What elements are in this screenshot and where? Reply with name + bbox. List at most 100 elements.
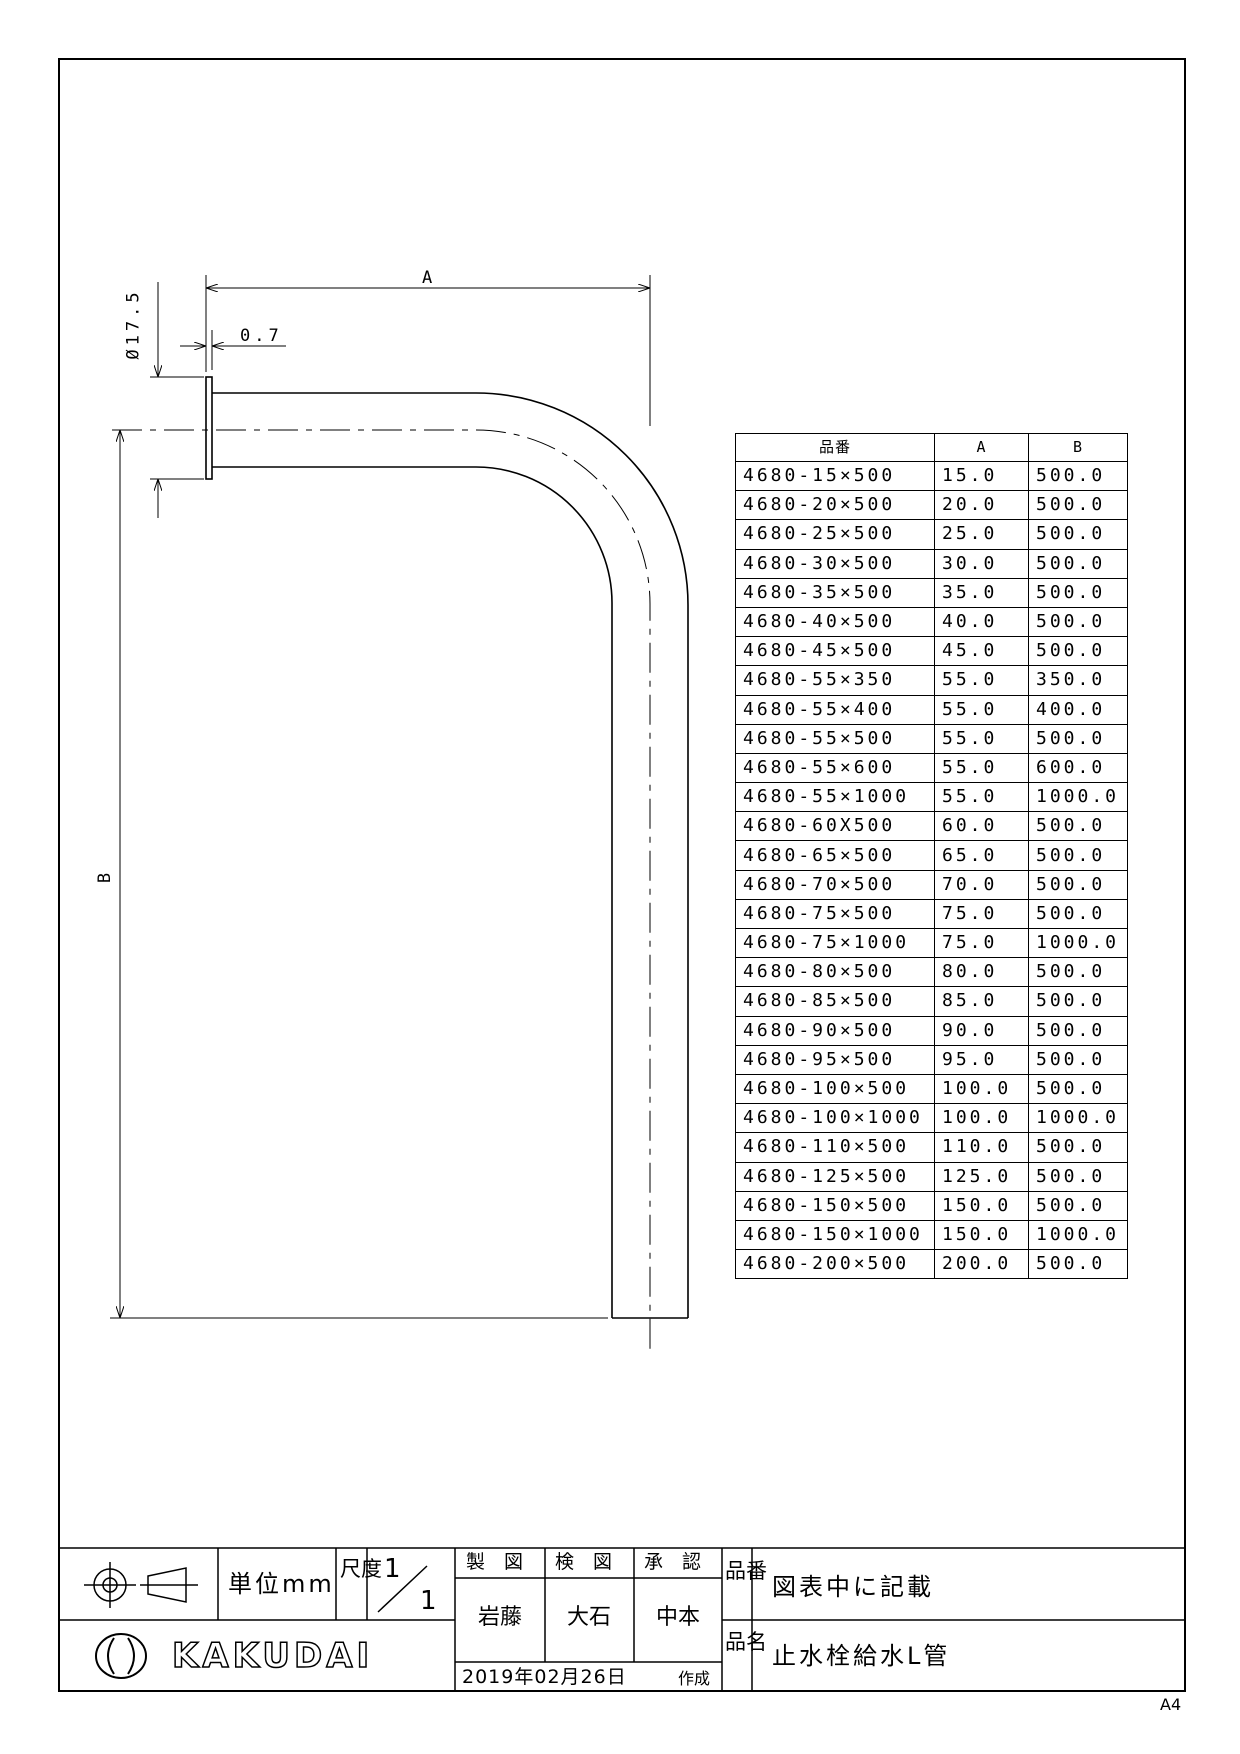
part-number-cell: 4680-75×1000: [735, 927, 935, 959]
drawn-label: 製 図: [466, 1551, 524, 1573]
dimension-a-label: A: [422, 268, 437, 288]
b-cell: 500.0: [1028, 490, 1128, 521]
a-cell: 125.0: [934, 1161, 1029, 1192]
a-cell: 55.0: [934, 723, 1029, 754]
part-number-cell: 4680-75×500: [735, 898, 935, 930]
part-number-cell: 4680-40×500: [735, 606, 935, 638]
a-cell: 200.0: [934, 1249, 1029, 1280]
a-cell: 90.0: [934, 1015, 1029, 1046]
part-number-cell: 4680-150×1000: [735, 1219, 935, 1251]
paper-size: A4: [1160, 1695, 1182, 1714]
unit-label: 単位mm: [228, 1570, 335, 1598]
part-number-cell: 4680-70×500: [735, 869, 935, 900]
title-block-frame: [59, 1547, 1185, 1691]
a-cell: 15.0: [934, 460, 1029, 492]
a-cell: 75.0: [934, 927, 1029, 959]
scale-denominator: 1: [420, 1586, 437, 1616]
b-cell: 500.0: [1028, 519, 1128, 550]
a-cell: 55.0: [934, 752, 1029, 784]
a-cell: 60.0: [934, 811, 1029, 842]
center-line: [112, 429, 651, 1352]
b-cell: 500.0: [1028, 869, 1128, 900]
b-cell: 500.0: [1028, 1249, 1128, 1280]
checked-label: 検 図: [555, 1551, 613, 1573]
l-pipe: [205, 376, 689, 1319]
sheet-border: [58, 58, 1186, 1692]
third-angle-projection-icon: [84, 1562, 198, 1608]
b-cell: 600.0: [1028, 752, 1128, 784]
part-number-cell: 4680-100×500: [735, 1073, 935, 1105]
b-cell: 500.0: [1028, 577, 1128, 608]
a-cell: 75.0: [934, 898, 1029, 930]
a-cell: 40.0: [934, 606, 1029, 638]
company-logo-text: KAKUDAI: [171, 1636, 374, 1676]
b-cell: 500.0: [1028, 548, 1128, 579]
a-cell: 110.0: [934, 1132, 1029, 1163]
part-no-label: 品番: [725, 1559, 767, 1583]
header-part-number: 品番: [735, 433, 935, 462]
created-label: 作成: [678, 1669, 711, 1688]
b-cell: 500.0: [1028, 723, 1128, 754]
b-cell: 500.0: [1028, 460, 1128, 492]
part-number-cell: 4680-30×500: [735, 548, 935, 579]
a-cell: 100.0: [934, 1073, 1029, 1105]
b-cell: 500.0: [1028, 1132, 1128, 1163]
b-cell: 500.0: [1028, 606, 1128, 638]
b-cell: 500.0: [1028, 840, 1128, 871]
b-cell: 400.0: [1028, 694, 1128, 725]
dimension-a: [205, 275, 651, 426]
header-b: B: [1028, 433, 1128, 462]
approved-by: 中本: [656, 1605, 701, 1630]
part-number-cell: 4680-80×500: [735, 957, 935, 988]
b-cell: 500.0: [1028, 957, 1128, 988]
b-cell: 500.0: [1028, 1044, 1128, 1075]
dimension-diameter: [150, 282, 204, 518]
a-cell: 45.0: [934, 636, 1029, 667]
part-number-cell: 4680-60X500: [735, 811, 935, 842]
b-cell: 500.0: [1028, 1015, 1128, 1046]
a-cell: 20.0: [934, 490, 1029, 521]
part-number-cell: 4680-55×350: [735, 665, 935, 696]
b-cell: 500.0: [1028, 1073, 1128, 1105]
b-cell: 500.0: [1028, 1161, 1128, 1192]
part-number-cell: 4680-150×500: [735, 1190, 935, 1221]
b-cell: 500.0: [1028, 898, 1128, 930]
approved-label: 承 認: [644, 1551, 702, 1573]
part-number-cell: 4680-15×500: [735, 460, 935, 492]
a-cell: 55.0: [934, 782, 1029, 813]
scale-label: 尺度: [340, 1557, 382, 1581]
part-name-label: 品名: [725, 1630, 767, 1654]
part-number-cell: 4680-95×500: [735, 1044, 935, 1075]
part-number-cell: 4680-100×1000: [735, 1103, 935, 1134]
part-number-cell: 4680-200×500: [735, 1249, 935, 1280]
part-number-cell: 4680-25×500: [735, 519, 935, 550]
header-a: A: [934, 433, 1029, 462]
scale-numerator: 1: [384, 1554, 401, 1584]
a-cell: 150.0: [934, 1219, 1029, 1251]
b-cell: 500.0: [1028, 636, 1128, 667]
kakudai-logo-icon: [95, 1633, 147, 1679]
part-number-cell: 4680-55×400: [735, 694, 935, 725]
drawn-by: 岩藤: [478, 1605, 523, 1630]
part-name-value: 止水栓給水L管: [772, 1642, 951, 1670]
part-number-cell: 4680-55×1000: [735, 782, 935, 813]
dimension-diameter-label: Ø17.5: [123, 288, 144, 360]
